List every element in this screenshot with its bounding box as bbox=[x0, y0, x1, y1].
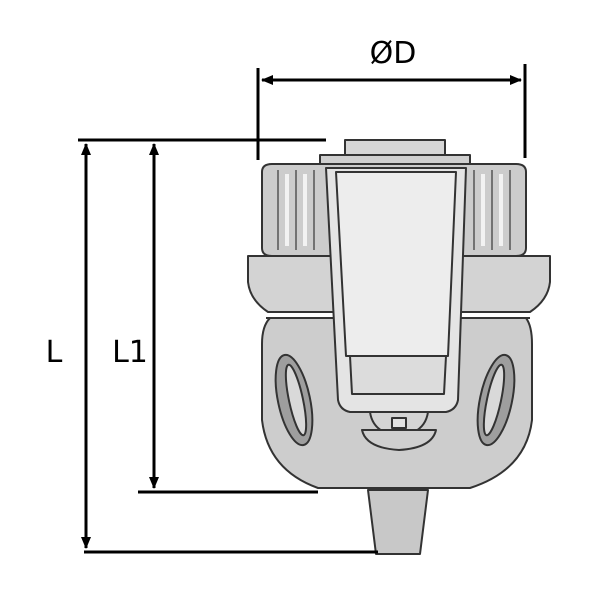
chuck-jaw-tip bbox=[349, 355, 447, 395]
chuck-side-window-left bbox=[274, 353, 314, 447]
grip-ridges bbox=[277, 170, 511, 250]
chuck-jaw-inner bbox=[335, 171, 457, 357]
chuck-nose-cap bbox=[361, 429, 437, 451]
chuck-side-window-right bbox=[476, 353, 516, 447]
chuck-nose-tip bbox=[391, 417, 407, 429]
dimension-lines bbox=[78, 64, 527, 554]
grip-highlights bbox=[285, 174, 503, 246]
drill-chuck-icon bbox=[247, 139, 551, 555]
label-length-body: L1 bbox=[112, 335, 148, 370]
label-diameter: ØD bbox=[370, 36, 417, 71]
label-length-total: L bbox=[46, 335, 63, 370]
chuck-spindle bbox=[367, 489, 429, 555]
